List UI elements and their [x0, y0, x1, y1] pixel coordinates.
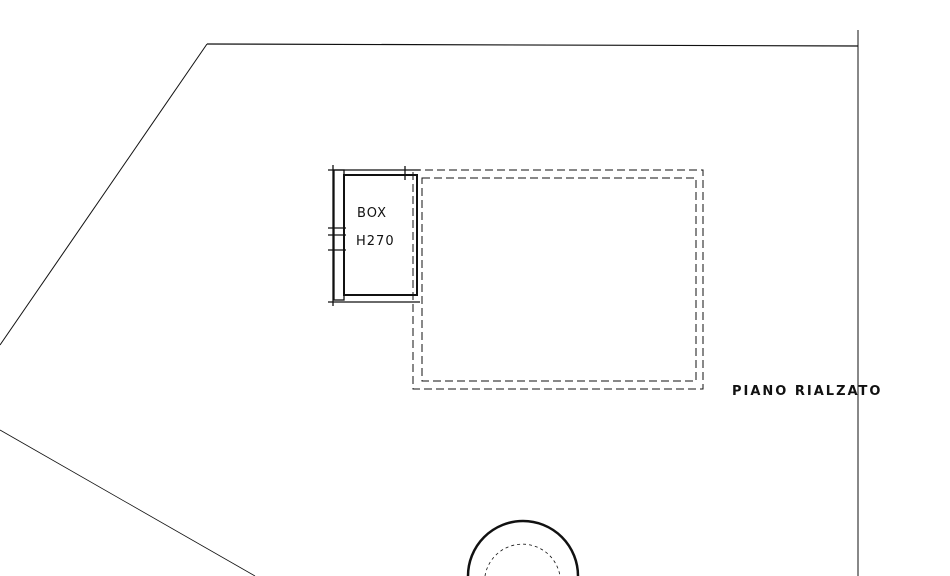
box-height-label: H270: [356, 234, 395, 249]
box-garage-walls: [328, 165, 420, 306]
stamp-seal-inner-ring: [484, 543, 561, 576]
floor-label: PIANO RIALZATO: [732, 384, 883, 399]
property-boundary-lower: [0, 429, 256, 576]
stamp-seal: [466, 519, 580, 576]
property-boundary-top: [206, 43, 859, 47]
box-label: BOX: [357, 206, 387, 221]
property-boundary-diagonal: [0, 43, 208, 346]
house-outline-dashed: [412, 169, 704, 390]
